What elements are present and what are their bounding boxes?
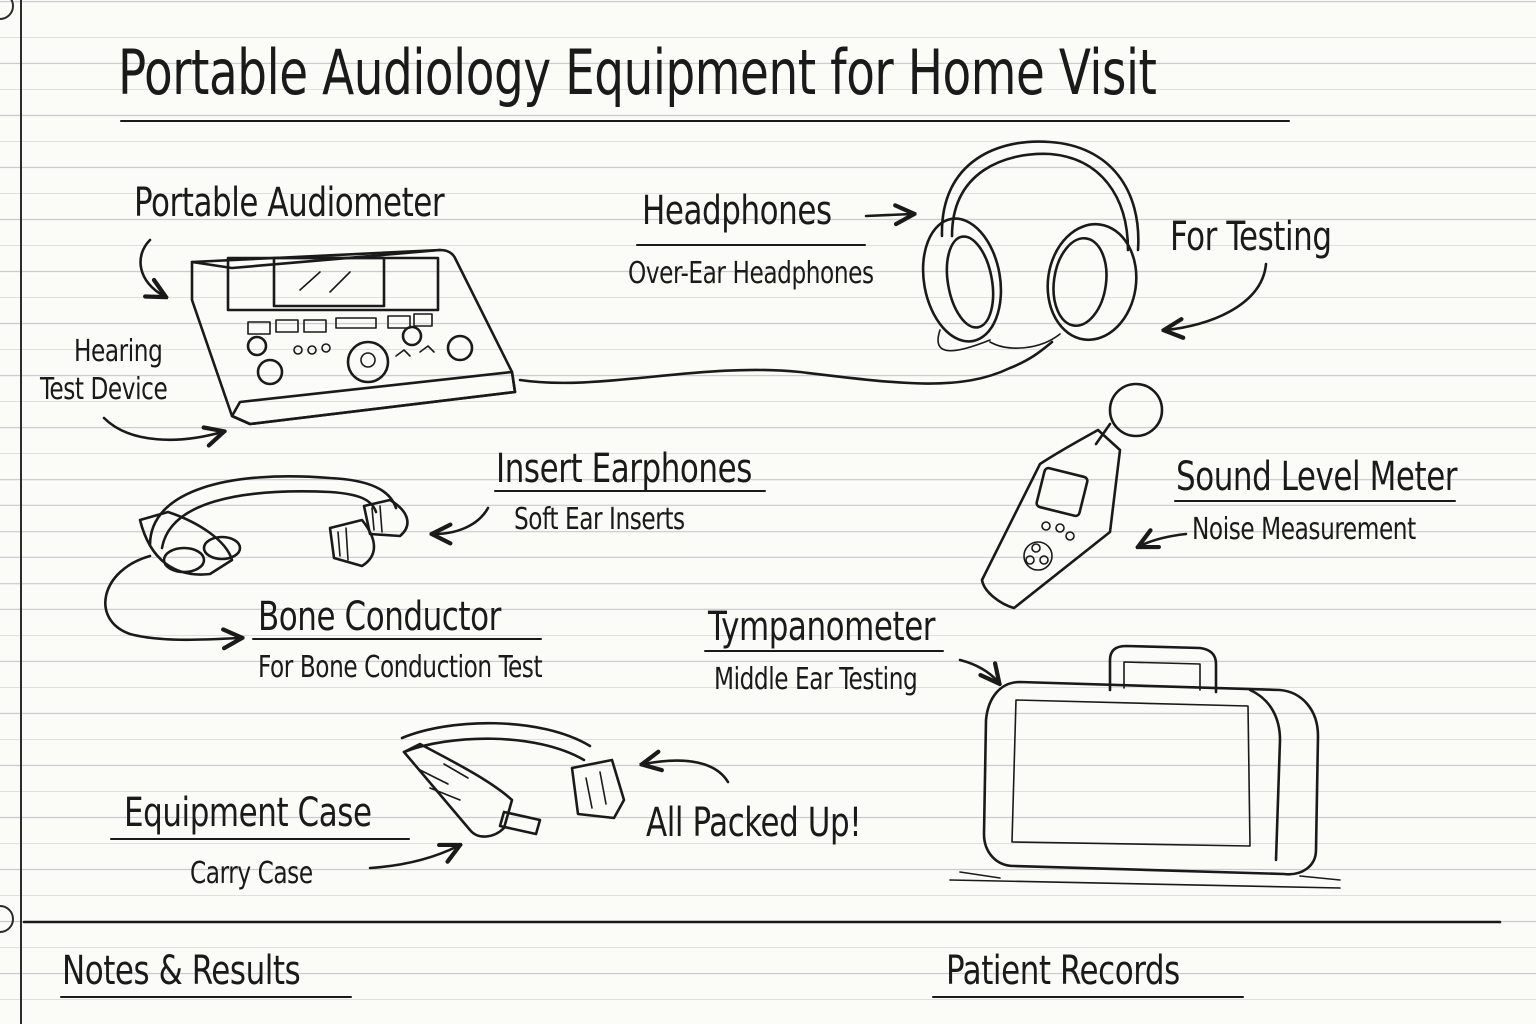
tympanometer-sublabel: Middle Ear Testing	[714, 662, 917, 697]
audiometer-note-line2: Test Device	[40, 372, 167, 407]
insert-earphones-sublabel: Soft Ear Inserts	[514, 502, 685, 537]
headphones-sublabel: Over-Ear Headphones	[628, 256, 874, 291]
sound-level-meter-icon	[982, 384, 1162, 608]
bone-conductor-label: Bone Conductor	[258, 594, 501, 640]
cable-line	[520, 342, 1052, 384]
tympanometer-underline	[704, 650, 944, 652]
bone-conductor-underline	[252, 638, 542, 640]
sound-level-meter-label: Sound Level Meter	[1176, 454, 1457, 500]
equipment-case-sublabel: Carry Case	[190, 856, 313, 891]
footer-notes-results: Notes & Results	[62, 948, 300, 994]
title-underline	[120, 120, 1290, 122]
page-title: Portable Audiology Equipment for Home Vi…	[118, 36, 1157, 109]
insert-earphones-underline	[494, 490, 766, 492]
sound-level-meter-underline	[1174, 500, 1456, 502]
bone-conductor-icon	[402, 723, 624, 836]
insert-earphones-label: Insert Earphones	[496, 446, 752, 492]
headphones-note: For Testing	[1170, 214, 1332, 260]
bone-conductor-sublabel: For Bone Conduction Test	[258, 650, 542, 685]
audiometer-icon	[192, 250, 515, 424]
headphones-label: Headphones	[642, 188, 832, 234]
sound-level-meter-sublabel: Noise Measurement	[1192, 512, 1416, 547]
audiometer-note-line1: Hearing	[74, 334, 162, 369]
footer-patient-records: Patient Records	[946, 948, 1180, 994]
annotation-arrows	[104, 214, 1266, 868]
footer-notes-underline	[60, 996, 352, 998]
equipment-case-note: All Packed Up!	[646, 800, 861, 846]
headphones-icon	[914, 142, 1144, 351]
insert-earphones-icon	[140, 476, 407, 574]
equipment-case-label: Equipment Case	[124, 790, 372, 836]
footer-records-underline	[932, 996, 1244, 998]
headphones-underline	[636, 244, 866, 246]
equipment-case-underline	[110, 838, 410, 840]
audiometer-label: Portable Audiometer	[134, 180, 444, 226]
tympanometer-label: Tympanometer	[708, 604, 935, 650]
equipment-case-icon	[950, 646, 1340, 888]
